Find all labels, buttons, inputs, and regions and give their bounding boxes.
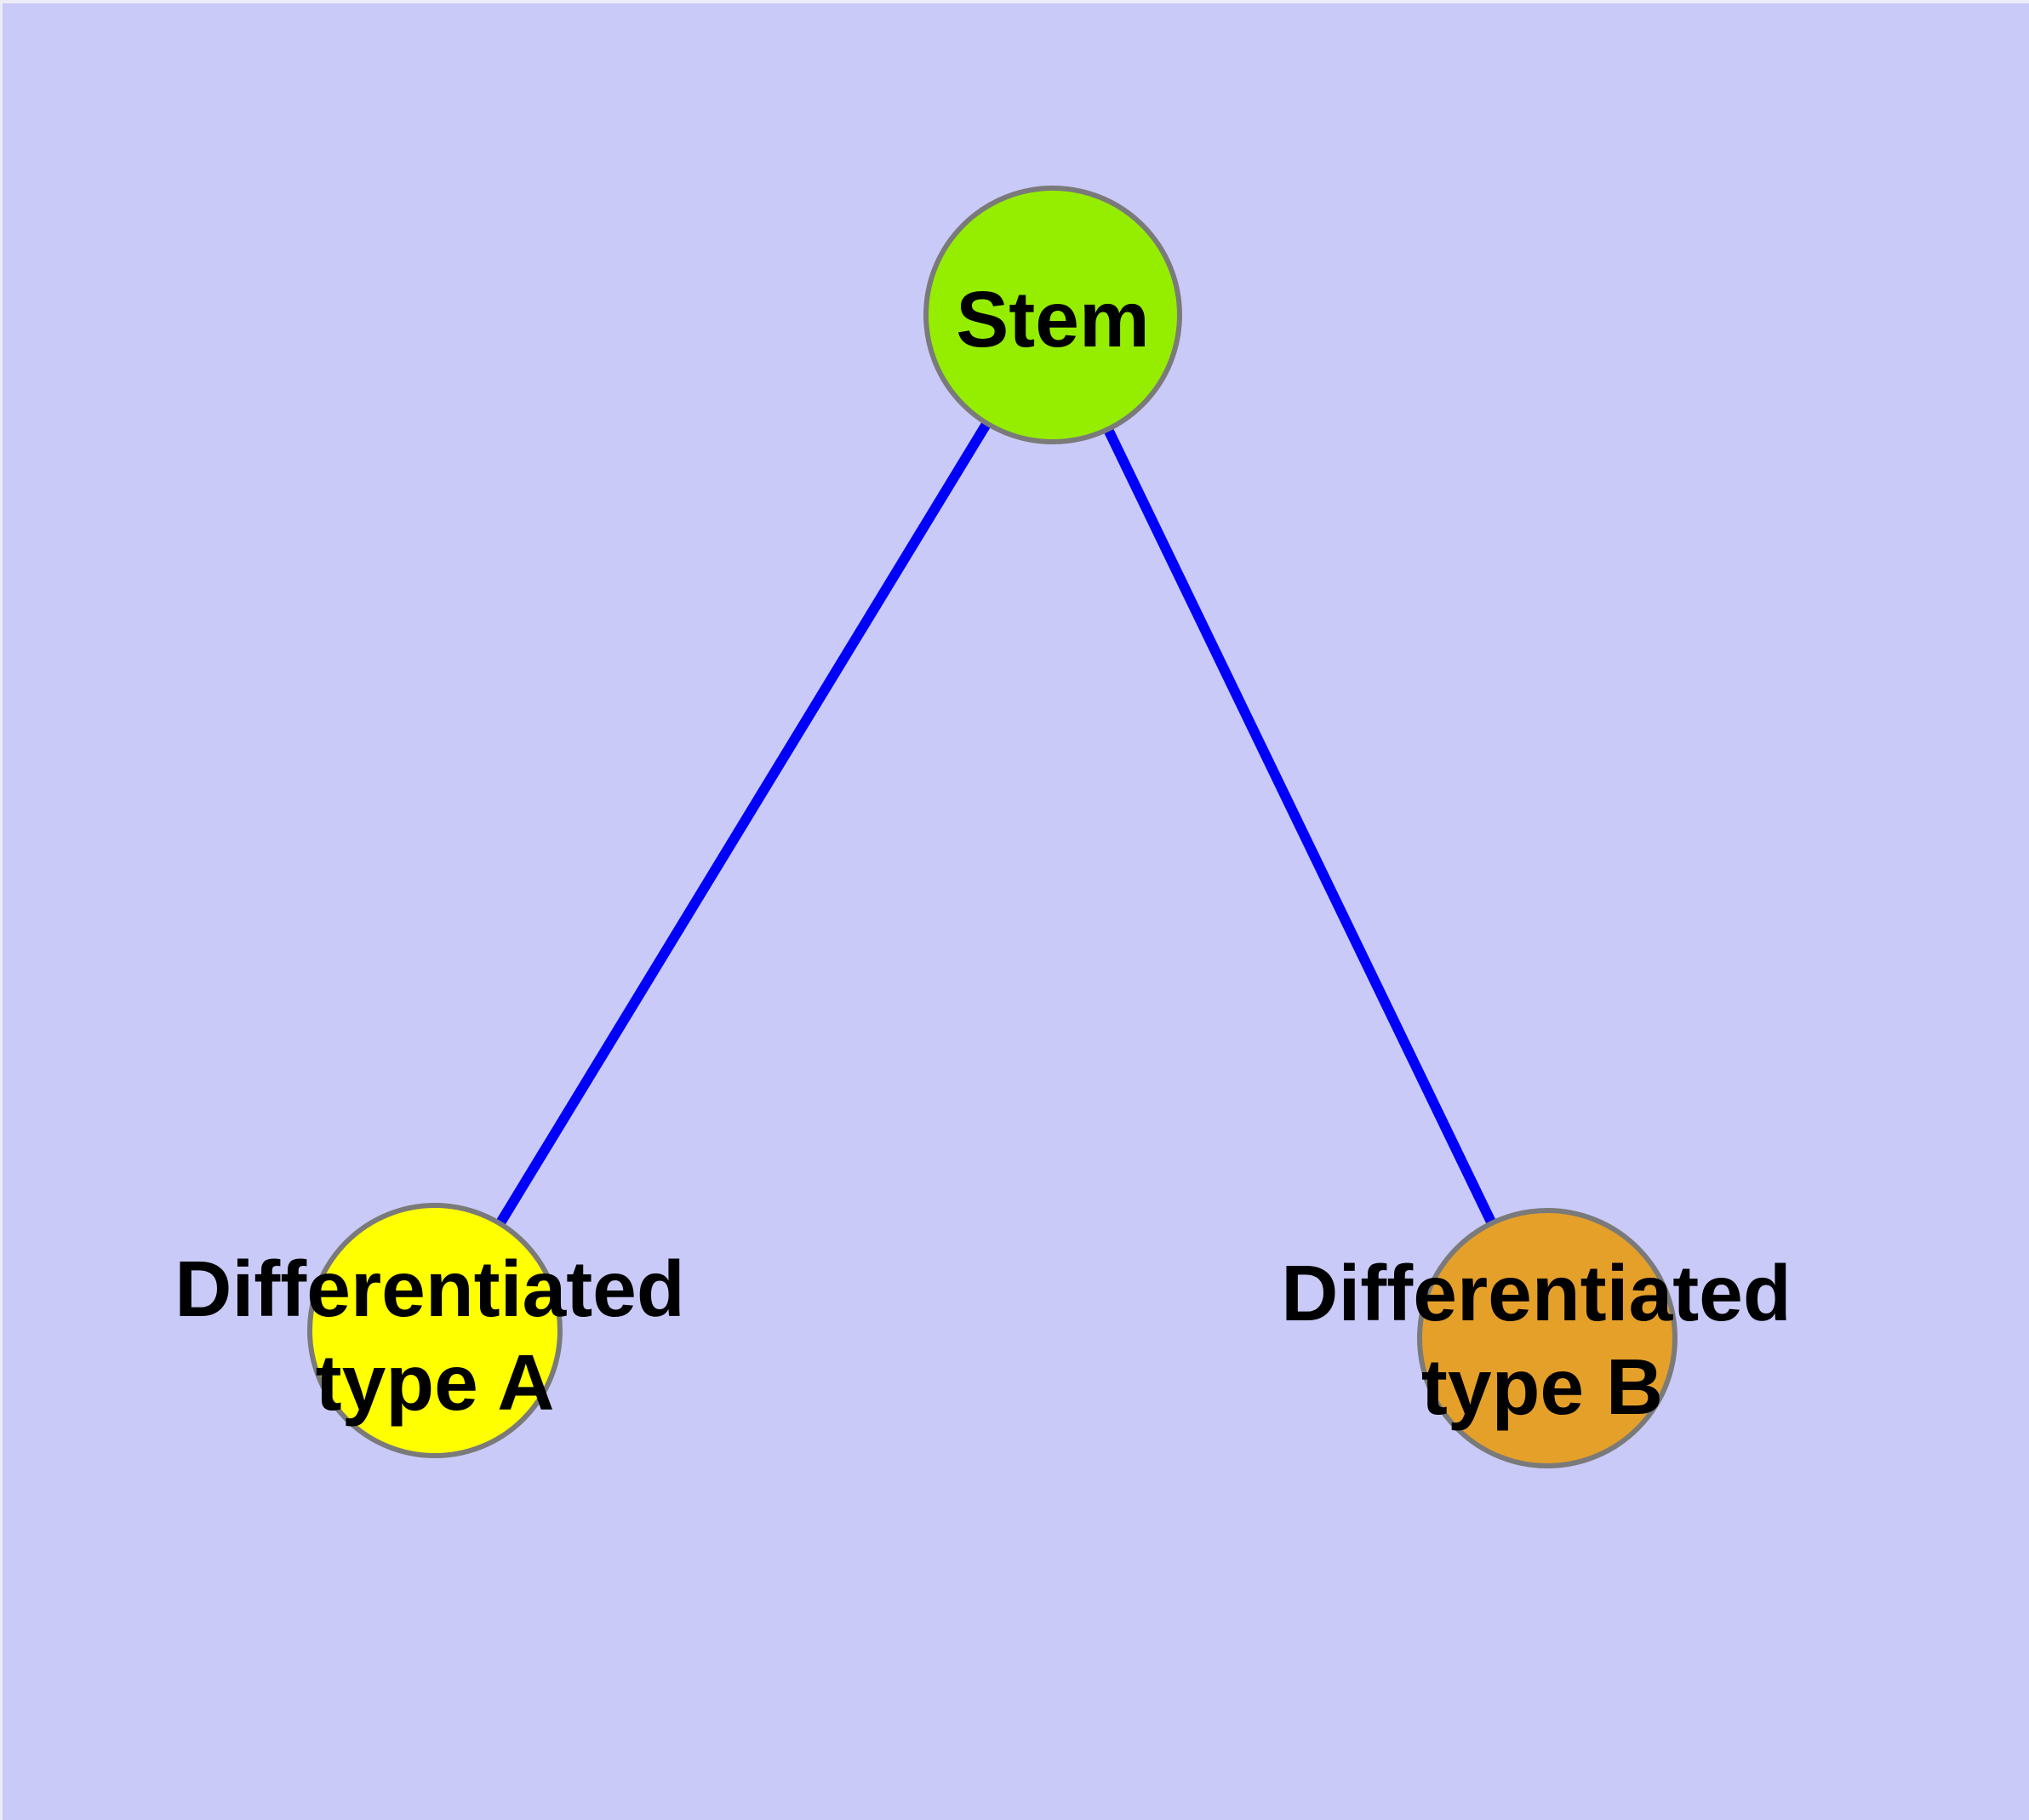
node-type-a-circle	[307, 1203, 563, 1458]
node-stem-circle	[923, 186, 1182, 444]
node-type-a-label-line1: Differentiated	[174, 1245, 684, 1333]
node-type-b-label-line2: type B	[1421, 1342, 1663, 1431]
edge-stem-to-type-b	[1048, 312, 1552, 1341]
edge-stem-to-type-a	[430, 312, 1058, 1334]
node-stem-label: Stem	[956, 275, 1149, 363]
node-type-a-label-line2: type A	[316, 1338, 555, 1427]
node-type-b-circle	[1417, 1208, 1677, 1468]
canvas-left-edge-highlight	[0, 0, 3, 1820]
canvas-top-edge-highlight	[0, 0, 2029, 3]
node-type-b-label-line1: Differentiated	[1281, 1249, 1791, 1337]
